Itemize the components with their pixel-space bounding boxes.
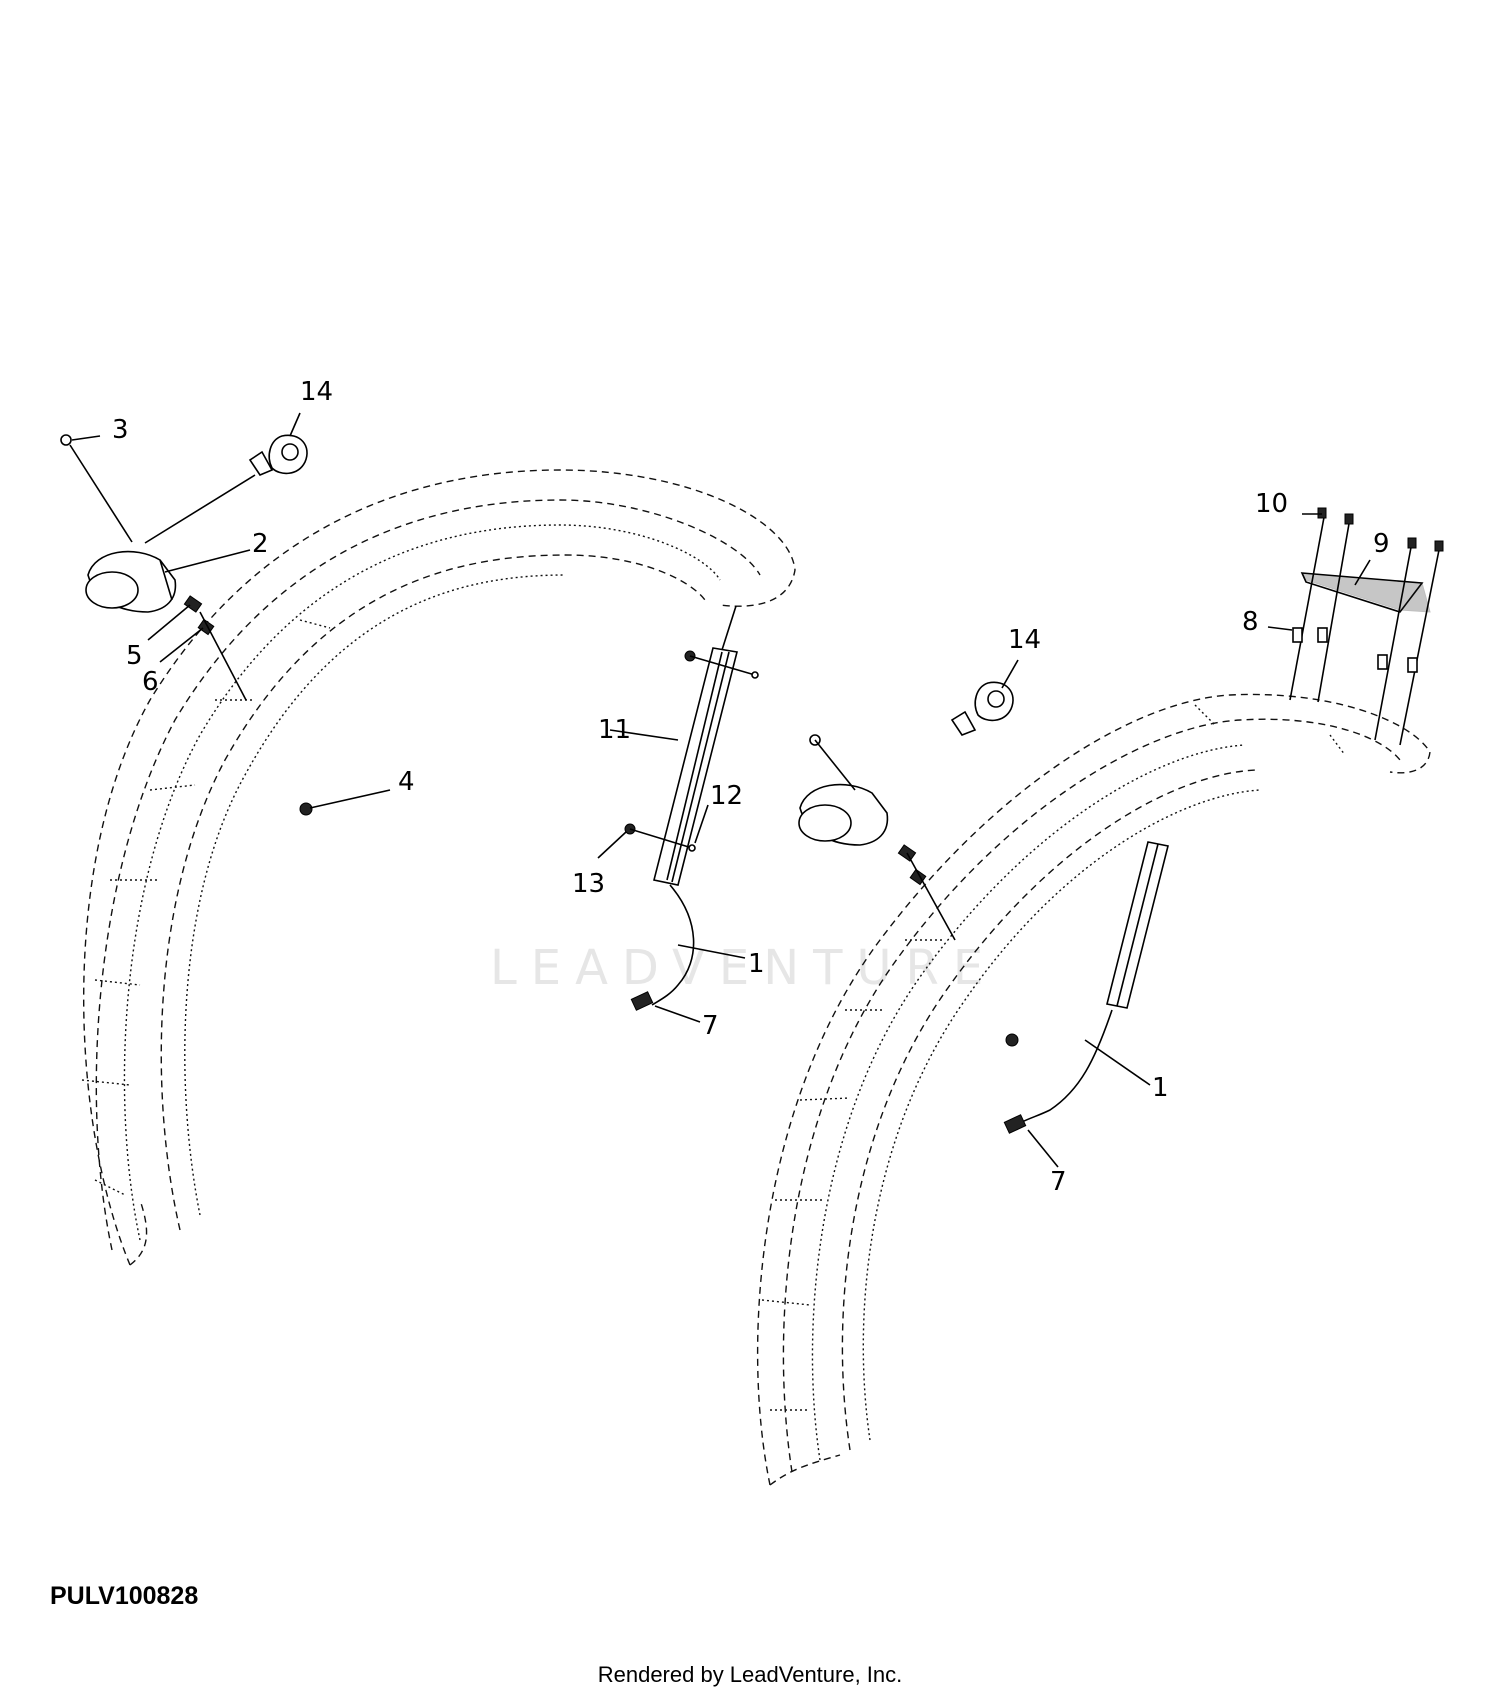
left-work-lamp — [85, 550, 177, 613]
left-fender — [81, 469, 796, 1266]
callout-13: 13 — [572, 869, 605, 899]
callout-3: 3 — [112, 415, 129, 445]
right-lamp-bulb — [950, 681, 1014, 736]
callout-9: 9 — [1373, 529, 1390, 559]
callout-1-left: 1 — [748, 949, 765, 979]
callout-7-left: 7 — [702, 1011, 719, 1041]
callout-4: 4 — [398, 767, 415, 797]
leader-lines — [69, 412, 1371, 1168]
right-fender-nut — [1005, 1033, 1019, 1047]
callout-7-right: 7 — [1050, 1167, 1067, 1197]
callout-14-right: 14 — [1008, 625, 1041, 655]
reflector-rivets — [1292, 627, 1418, 673]
callout-labels: 14 3 2 5 6 4 11 12 13 1 7 14 10 9 8 1 7 — [112, 377, 1390, 1197]
render-credit: Rendered by LeadVenture, Inc. — [597, 1662, 903, 1687]
wiring-harness-right — [1021, 1009, 1113, 1123]
reflector-screws — [1289, 507, 1444, 746]
callout-10: 10 — [1255, 489, 1288, 519]
leadventure-watermark: LEADVENTURE — [490, 940, 998, 996]
callout-1-right: 1 — [1152, 1073, 1169, 1103]
bracket-bolt — [688, 844, 696, 852]
connector-left — [630, 991, 654, 1011]
right-wiring-channel — [1106, 841, 1169, 1009]
wiring-channel — [653, 605, 738, 886]
callout-14-left: 14 — [300, 377, 333, 407]
right-work-lamp — [798, 783, 889, 846]
callout-2: 2 — [252, 529, 269, 559]
callout-8: 8 — [1242, 607, 1259, 637]
left-screw — [60, 434, 72, 446]
callout-6: 6 — [142, 667, 159, 697]
callout-12: 12 — [710, 781, 743, 811]
callout-11: 11 — [598, 715, 631, 745]
left-fender-nut — [299, 802, 313, 816]
figure-id: PULV100828 — [50, 1582, 199, 1610]
left-spacer — [183, 595, 203, 613]
right-fender — [756, 693, 1431, 1486]
left-lamp-bulb — [248, 434, 308, 476]
wiring-harness-left — [651, 884, 695, 1006]
callout-5: 5 — [126, 641, 143, 671]
connector-right — [1003, 1114, 1027, 1134]
reflector-plate — [1300, 572, 1431, 613]
